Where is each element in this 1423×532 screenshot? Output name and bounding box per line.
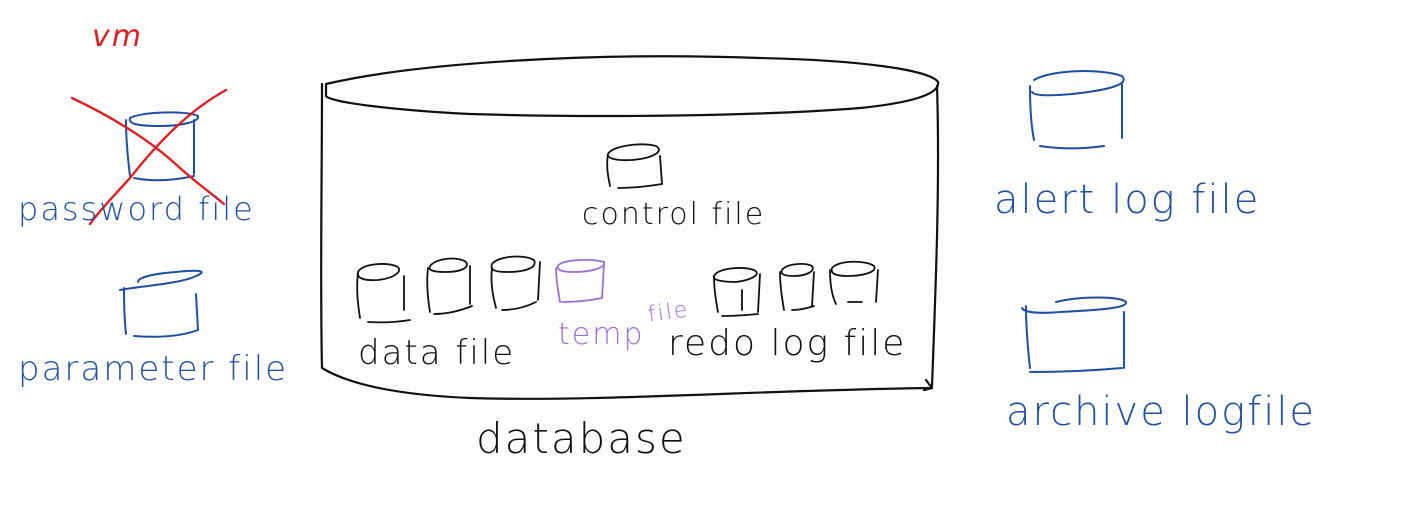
data-file-cylinder-icon (490, 255, 541, 311)
redo-log-file-cylinder-icon (712, 267, 761, 317)
archive-log-file-cylinder-icon (1021, 296, 1127, 373)
database-label: database (476, 414, 687, 463)
redo-log-file-cylinder-icon (779, 263, 815, 311)
redo-log-file-label: redo log file (668, 323, 907, 364)
parameter-file-label: parameter file (18, 349, 289, 389)
vm-annotation-label: vm (92, 19, 143, 54)
temp-file-cylinder-icon (555, 259, 605, 303)
alert-log-file-label: alert log file (994, 177, 1261, 223)
database-cylinder-icon (320, 55, 940, 400)
crossed-out-mark-icon (70, 88, 228, 226)
temp-file-label: temp (558, 317, 645, 352)
redo-log-file-cylinder-icon (829, 260, 879, 305)
archive-log-file-label: archive logfile (1006, 389, 1317, 435)
data-file-label: data file (358, 333, 516, 373)
data-file-cylinder-icon (426, 257, 473, 315)
alert-log-file-cylinder-icon (1029, 70, 1125, 150)
control-file-cylinder-icon (606, 143, 663, 189)
data-file-cylinder-icon (356, 263, 411, 324)
parameter-file-cylinder-icon (119, 269, 203, 338)
password-file-label: password file (18, 190, 255, 228)
control-file-label: control file (582, 197, 766, 232)
